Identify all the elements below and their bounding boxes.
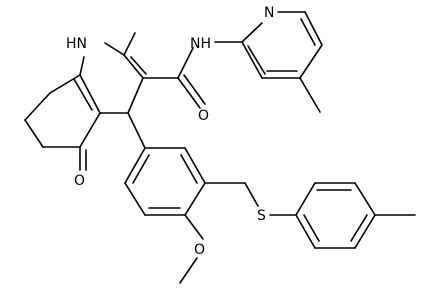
thioether-linker bbox=[204, 182, 297, 216]
bond bbox=[304, 11, 323, 46]
bond bbox=[247, 45, 266, 75]
bond bbox=[295, 214, 316, 249]
bond bbox=[184, 214, 204, 240]
bond bbox=[350, 214, 368, 242]
amide-o-label: O bbox=[198, 108, 209, 124]
bond bbox=[130, 56, 147, 75]
bond bbox=[179, 257, 198, 284]
bond bbox=[79, 56, 85, 76]
bond bbox=[177, 77, 201, 109]
methoxy-group bbox=[179, 214, 204, 284]
bond bbox=[49, 74, 81, 94]
bond bbox=[127, 77, 144, 114]
bond bbox=[241, 41, 263, 79]
cyclohexenone-ring bbox=[24, 74, 101, 148]
nh-ring-label: HN bbox=[66, 36, 87, 52]
bond bbox=[24, 92, 51, 121]
ketone-group bbox=[79, 146, 87, 171]
bond bbox=[79, 74, 101, 114]
amide-group bbox=[142, 41, 243, 109]
bond bbox=[73, 78, 93, 111]
tolyl-ring bbox=[295, 182, 416, 249]
bond bbox=[295, 182, 316, 216]
bond bbox=[124, 182, 146, 216]
dihydropyridine-ring bbox=[79, 32, 147, 114]
bond bbox=[79, 112, 101, 148]
pyridine-n-label: N bbox=[264, 5, 274, 21]
bond bbox=[299, 77, 321, 113]
bond bbox=[123, 54, 144, 79]
thioether-s-label: S bbox=[257, 208, 266, 224]
bond bbox=[184, 147, 206, 184]
bond bbox=[132, 154, 150, 184]
nh-amide-label: NH bbox=[190, 36, 211, 52]
bond bbox=[354, 182, 376, 216]
bond bbox=[303, 214, 320, 242]
bond bbox=[177, 47, 194, 79]
bond bbox=[104, 42, 125, 56]
bond bbox=[124, 147, 146, 184]
bond bbox=[184, 182, 206, 216]
bond bbox=[299, 44, 323, 79]
bond bbox=[183, 74, 206, 105]
bond bbox=[300, 18, 316, 46]
bond bbox=[241, 22, 263, 43]
methoxy-o-label: O bbox=[194, 242, 205, 258]
bond bbox=[180, 154, 198, 184]
bond bbox=[127, 112, 146, 149]
methylpyridine-ring bbox=[241, 11, 323, 113]
bond bbox=[123, 32, 136, 56]
central-benzene-ring bbox=[124, 112, 206, 216]
bond bbox=[24, 119, 44, 148]
atom-labels: HN NH N O O O S bbox=[66, 5, 274, 258]
ketone-o-label: O bbox=[74, 173, 85, 189]
bond bbox=[244, 182, 259, 207]
bond bbox=[354, 214, 376, 249]
